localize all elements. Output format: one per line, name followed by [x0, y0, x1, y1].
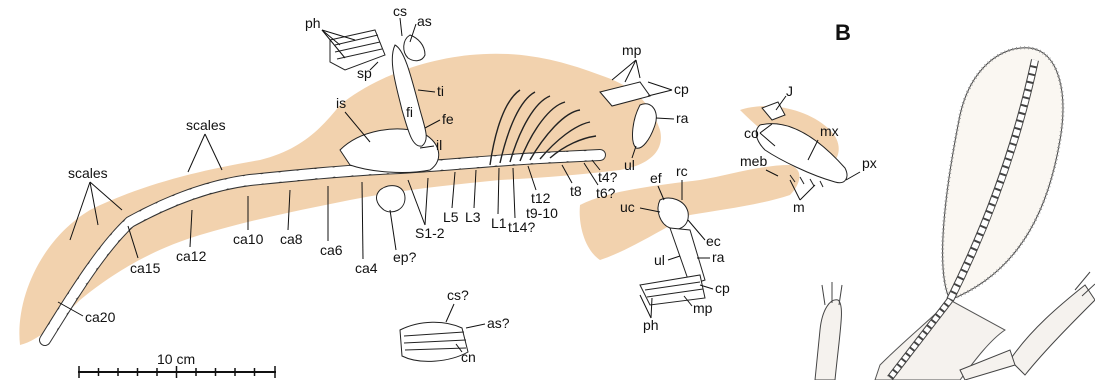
label-cp-top: cp	[648, 81, 689, 97]
isolated-foot	[400, 322, 468, 361]
svg-text:is: is	[336, 95, 346, 111]
svg-text:ra: ra	[676, 110, 689, 126]
svg-text:uc: uc	[620, 199, 635, 215]
svg-text:ca8: ca8	[280, 231, 303, 247]
label-cs-q: cs?	[446, 287, 469, 322]
svg-text:as: as	[417, 13, 432, 29]
svg-text:meb: meb	[740, 153, 767, 169]
svg-text:rc: rc	[676, 163, 688, 179]
svg-text:px: px	[862, 155, 877, 171]
svg-text:t4?: t4?	[598, 169, 618, 185]
svg-text:mp: mp	[622, 42, 642, 58]
svg-text:t8: t8	[570, 183, 582, 199]
svg-text:fe: fe	[442, 111, 454, 127]
svg-text:as?: as?	[487, 315, 510, 331]
svg-text:L1: L1	[491, 215, 507, 231]
scale-bar: 10 cm	[78, 351, 276, 378]
svg-text:10 cm: 10 cm	[157, 351, 195, 367]
label-sp: sp	[357, 62, 378, 81]
svg-text:ec: ec	[706, 233, 721, 249]
svg-text:ca15: ca15	[130, 260, 161, 276]
svg-text:L5: L5	[443, 209, 459, 225]
label-mp-top: mp	[612, 42, 642, 82]
svg-text:ca20: ca20	[85, 309, 116, 325]
label-fi: fi	[406, 104, 413, 120]
svg-text:t6?: t6?	[596, 185, 616, 201]
svg-text:ph: ph	[305, 15, 321, 31]
svg-text:ef: ef	[650, 170, 662, 186]
svg-text:t14?: t14?	[508, 219, 535, 235]
label-as-q: as?	[466, 315, 510, 331]
svg-text:S1-2: S1-2	[415, 225, 445, 241]
svg-text:mx: mx	[820, 123, 839, 139]
svg-text:scales: scales	[186, 117, 226, 133]
svg-text:scales: scales	[68, 165, 108, 181]
svg-text:cs?: cs?	[447, 287, 469, 303]
fur-outline	[19, 54, 838, 345]
panel-label-b: B	[835, 20, 851, 45]
label-cs: cs	[393, 3, 407, 36]
svg-text:fi: fi	[406, 104, 413, 120]
svg-text:sp: sp	[357, 65, 372, 81]
svg-text:ul: ul	[654, 252, 665, 268]
svg-text:ca10: ca10	[233, 231, 264, 247]
label-j: J	[776, 83, 793, 110]
svg-text:m: m	[793, 199, 805, 215]
svg-text:ul: ul	[624, 157, 635, 173]
svg-text:ca12: ca12	[176, 248, 207, 264]
svg-text:ra: ra	[712, 249, 725, 265]
svg-text:ti: ti	[437, 83, 444, 99]
svg-text:J: J	[786, 83, 793, 99]
svg-text:t12: t12	[531, 190, 551, 206]
svg-text:L3: L3	[465, 209, 481, 225]
svg-text:cp: cp	[715, 280, 730, 296]
label-ra-top: ra	[656, 110, 689, 126]
label-ep: ep?	[390, 210, 417, 265]
svg-text:il: il	[436, 137, 442, 153]
svg-text:cs: cs	[393, 3, 407, 19]
svg-text:cn: cn	[461, 349, 476, 365]
svg-text:t9-10: t9-10	[526, 205, 558, 221]
label-ra-low: ra	[697, 249, 725, 265]
svg-text:ep?: ep?	[393, 249, 417, 265]
svg-text:mp: mp	[693, 300, 713, 316]
svg-text:co: co	[744, 125, 759, 141]
svg-text:ca4: ca4	[355, 260, 378, 276]
label-ul-low: ul	[654, 252, 680, 268]
label-px: px	[846, 155, 877, 180]
svg-text:ph: ph	[643, 317, 659, 333]
label-t910: t9-10	[526, 205, 558, 221]
svg-text:ca6: ca6	[320, 242, 343, 258]
reconstruction-b	[815, 48, 1095, 380]
label-scales-body: scales	[186, 117, 226, 172]
svg-text:cp: cp	[674, 81, 689, 97]
